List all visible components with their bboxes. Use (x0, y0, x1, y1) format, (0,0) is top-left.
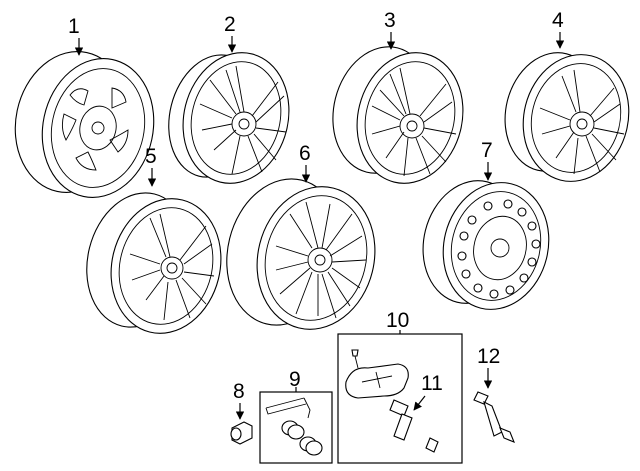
callout-5: 5 (145, 145, 157, 168)
wheel-7[interactable] (410, 170, 562, 320)
callout-2: 2 (224, 13, 236, 36)
wheel-5[interactable] (73, 182, 235, 345)
callout-1: 1 (68, 15, 80, 38)
callout-12: 12 (477, 345, 500, 368)
callout-4: 4 (552, 9, 564, 32)
wheel-1[interactable] (2, 41, 166, 208)
valve-stem-11[interactable] (389, 399, 439, 453)
tpms-sensor-10[interactable] (345, 349, 409, 399)
callout-9: 9 (289, 368, 301, 391)
callout-10: 10 (386, 309, 409, 332)
wheel-6[interactable] (212, 167, 390, 342)
wheel-4[interactable] (493, 43, 640, 193)
wheel-3[interactable] (320, 36, 476, 194)
wheel-lock-kit-9[interactable] (265, 397, 323, 456)
callout-3: 3 (384, 9, 396, 32)
callout-11: 11 (421, 372, 443, 395)
callout-8: 8 (233, 380, 245, 403)
callout-6: 6 (299, 142, 311, 165)
callout-7: 7 (481, 139, 493, 162)
valve-stem-12[interactable] (473, 391, 515, 443)
wheel-2[interactable] (156, 41, 302, 194)
lug-nut-8[interactable] (230, 421, 253, 445)
